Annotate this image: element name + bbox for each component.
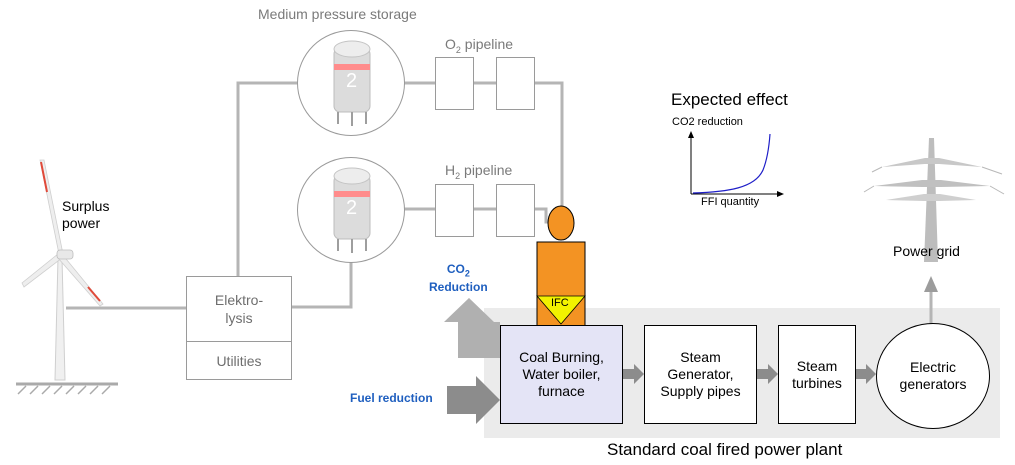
flow-arrow-icon [756, 364, 778, 384]
fuel-reduction-arrow-icon [447, 376, 500, 424]
ifc-triangle-icon [536, 295, 586, 325]
plant-caption: Standard coal fired power plant [607, 440, 843, 459]
ifc-label: IFC [551, 297, 569, 309]
o2-pipeline-box [496, 57, 535, 110]
electric-generators-circle: Electric generators [876, 323, 990, 429]
expected-effect-title: Expected effect [671, 90, 788, 109]
effect-xlabel: FFI quantity [701, 196, 760, 208]
power-grid-label: Power grid [893, 243, 960, 259]
o2-pipeline-label: O2 pipeline [445, 36, 514, 55]
o2-pipeline-box [435, 57, 474, 110]
expected-effect-chart [688, 131, 784, 197]
co2-reduction-label: CO2 Reduction [429, 262, 488, 295]
wind-turbine-icon [16, 159, 118, 395]
utilities-box: Utilities [186, 341, 292, 380]
effect-ylabel: CO2 reduction [672, 116, 743, 128]
storage-title: Medium pressure storage [258, 6, 417, 22]
steam-turbines-box: Steam turbines [778, 325, 856, 424]
flow-arrow-icon [855, 364, 876, 384]
tank-number-label: 2 [346, 197, 358, 219]
effect-curve [692, 133, 771, 194]
h2-pipeline-box [435, 184, 474, 237]
ifc-top-icon [547, 205, 575, 241]
effect-x-arrow-icon [777, 191, 784, 197]
coal-burning-box: Coal Burning, Water boiler, furnace [500, 325, 623, 424]
tank-number-label: 2 [346, 70, 358, 92]
surplus-power-label: Surplus power [62, 198, 110, 231]
power-pylon-icon [863, 138, 1005, 262]
fuel-reduction-label: Fuel reduction [350, 391, 433, 405]
steam-generator-box: Steam Generator, Supply pipes [644, 325, 757, 424]
grid-arrow-icon [924, 276, 938, 292]
h2-pipeline-label: H2 pipeline [445, 162, 513, 181]
effect-y-arrow-icon [688, 131, 694, 138]
h2-pipeline-box [496, 184, 535, 237]
flow-arrow-icon [622, 364, 644, 384]
elektrolysis-box: Elektro- lysis [186, 276, 292, 342]
pipes [66, 81, 933, 324]
